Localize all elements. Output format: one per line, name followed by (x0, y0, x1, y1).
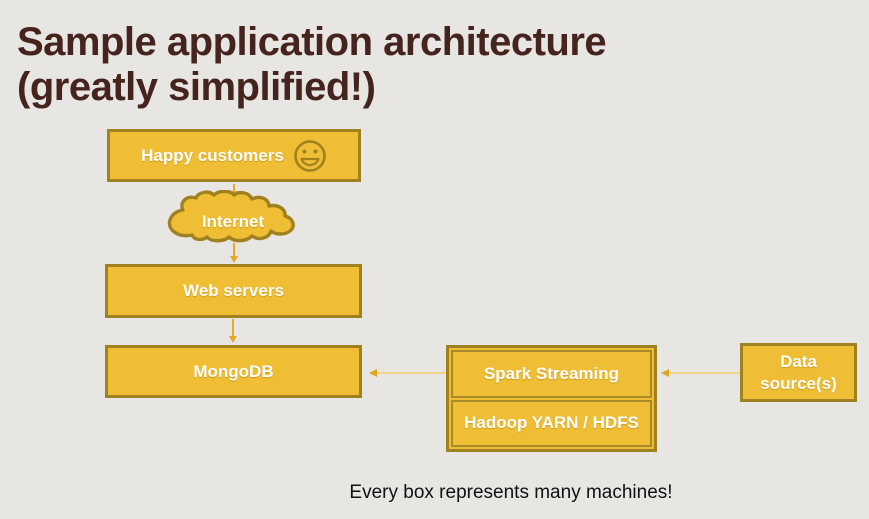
node-hadoop-yarn-hdfs: Hadoop YARN / HDFS (451, 399, 652, 447)
footer-note: Every box represents many machines! (349, 482, 673, 503)
node-web-servers: Web servers (105, 264, 362, 318)
smiley-face-icon (293, 139, 327, 173)
node-mongodb-label: MongoDB (193, 361, 274, 381)
node-spark-streaming-label: Spark Streaming (483, 363, 620, 383)
slide-title: Sample application architecture (greatly… (17, 20, 607, 110)
slide-title-line2: (greatly simplified!) (17, 64, 376, 109)
node-hadoop-yarn-hdfs-label: Hadoop YARN / HDFS (464, 413, 639, 433)
arrow-web-to-mongodb (228, 319, 237, 343)
slide-title-line1: Sample application architecture (17, 20, 607, 64)
arrow-internet-to-web (229, 243, 238, 263)
node-mongodb: MongoDB (105, 345, 362, 398)
node-happy-customers-label: Happy customers (141, 145, 284, 165)
arrow-spark-to-mongodb (369, 368, 446, 377)
node-spark-hadoop-stack: Spark Streaming Hadoop YARN / HDFS (446, 345, 657, 452)
node-spark-streaming: Spark Streaming (451, 350, 652, 398)
node-web-servers-label: Web servers (183, 281, 284, 301)
node-data-sources: Data source(s) (740, 343, 857, 402)
node-happy-customers: Happy customers (107, 129, 361, 182)
node-internet: Internet (164, 190, 302, 245)
node-internet-label: Internet (201, 211, 265, 231)
node-data-sources-label: Data source(s) (760, 352, 837, 393)
arrow-datasources-to-spark (661, 368, 740, 377)
